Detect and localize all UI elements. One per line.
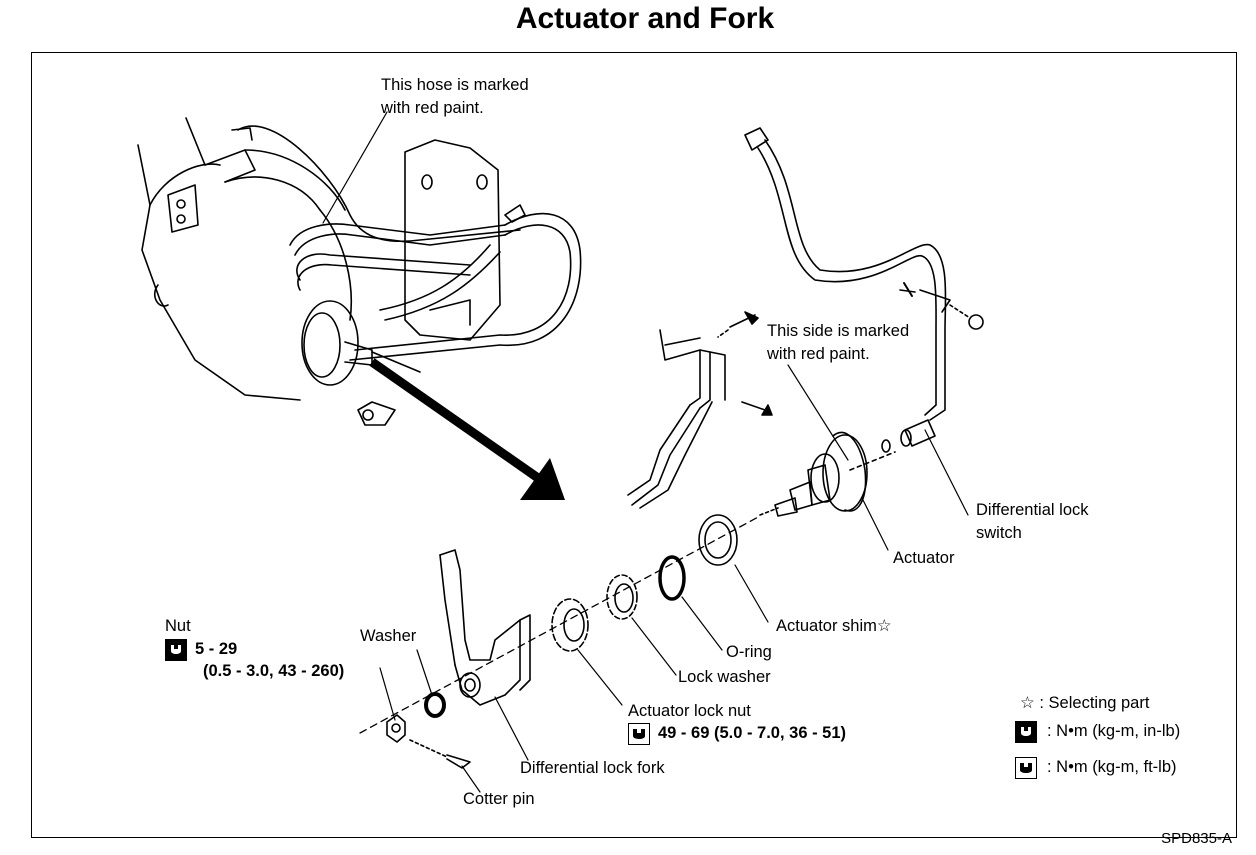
lock-washer-drawing — [606, 574, 638, 620]
nut-torque-line2: (0.5 - 3.0, 43 - 260) — [203, 662, 345, 680]
lock-washer-label: Lock washer — [678, 668, 771, 686]
differential-lock-fork-label: Differential lock fork — [520, 759, 665, 777]
o-ring-label: O-ring — [726, 643, 772, 661]
torque-ftlb-icon — [1015, 756, 1037, 779]
actuator-lock-nut-torque: 49 - 69 (5.0 - 7.0, 36 - 51) — [628, 722, 846, 745]
hose-note-line1: This hose is marked — [381, 76, 529, 94]
side-note-line2: with red paint. — [767, 345, 870, 363]
cotter-pin-drawing — [409, 739, 471, 769]
hose-note-line2: with red paint. — [381, 99, 484, 117]
hose-bracket-assembly — [627, 311, 773, 509]
torque-inlb-icon — [165, 638, 187, 661]
actuator-label: Actuator — [893, 549, 955, 567]
legend-torque-inlb-text: : N•m (kg-m, in-lb) — [1047, 722, 1181, 740]
differential-lock-fork-drawing — [439, 549, 531, 706]
figure-code: SPD835-A — [1161, 830, 1232, 847]
cotter-pin-label: Cotter pin — [463, 790, 535, 808]
torque-ftlb-icon — [628, 722, 650, 745]
washer-label: Washer — [360, 627, 417, 645]
diff-lock-switch-label-line1: Differential lock — [976, 501, 1089, 519]
actuator-lock-nut-label: Actuator lock nut — [628, 702, 751, 720]
nut-torque-line1: 5 - 29 — [165, 638, 237, 661]
actuator-lock-nut-torque-value: 49 - 69 (5.0 - 7.0, 36 - 51) — [658, 724, 847, 742]
legend-torque-ftlb: : N•m (kg-m, ft-lb) — [1015, 756, 1177, 779]
diagram-frame — [31, 52, 1237, 838]
washer-drawing — [424, 692, 446, 718]
diff-lock-switch-label-line2: switch — [976, 524, 1022, 542]
page-title: Actuator and Fork — [515, 2, 775, 35]
o-ring-drawing — [658, 555, 686, 601]
legend-selecting-part: ☆ : Selecting part — [1020, 694, 1150, 712]
direction-arrow — [369, 358, 565, 500]
side-note-line1: This side is marked — [767, 322, 910, 340]
axle-housing-illustration — [137, 117, 582, 426]
nut-torque-value: 5 - 29 — [195, 640, 238, 658]
actuator-shim-label: Actuator shim☆ — [776, 617, 892, 635]
legend-torque-ftlb-text: : N•m (kg-m, ft-lb) — [1047, 758, 1177, 776]
nut-drawing — [386, 714, 406, 743]
leader-lines — [322, 111, 969, 793]
actuator-lock-nut-drawing — [551, 598, 589, 652]
nut-label: Nut — [165, 617, 191, 635]
legend-torque-inlb: : N•m (kg-m, in-lb) — [1015, 720, 1180, 743]
switch-hose — [744, 127, 984, 453]
actuator-drawing — [759, 431, 896, 517]
torque-inlb-icon — [1015, 720, 1037, 743]
actuator-shim-drawing — [698, 514, 738, 566]
